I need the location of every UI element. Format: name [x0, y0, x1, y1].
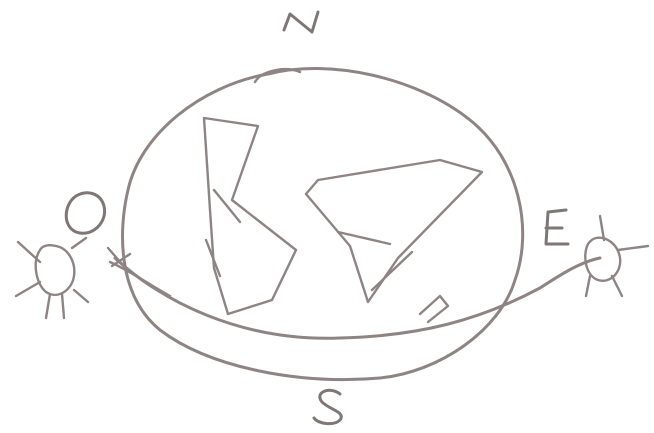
- orbit-inner-left: [110, 262, 170, 296]
- small-mark: [420, 296, 448, 322]
- continent-left: [204, 118, 296, 314]
- letter-e-stroke: [546, 210, 568, 244]
- letter-o-stroke: [66, 193, 104, 233]
- continent-right: [306, 160, 482, 302]
- right-figure-icon: [585, 216, 648, 296]
- continent-right-inner: [338, 232, 412, 290]
- globe-outline: [123, 69, 523, 380]
- left-figure-icon: [16, 238, 88, 318]
- letter-n-stroke: [284, 12, 318, 32]
- letter-s-stroke: [314, 390, 341, 423]
